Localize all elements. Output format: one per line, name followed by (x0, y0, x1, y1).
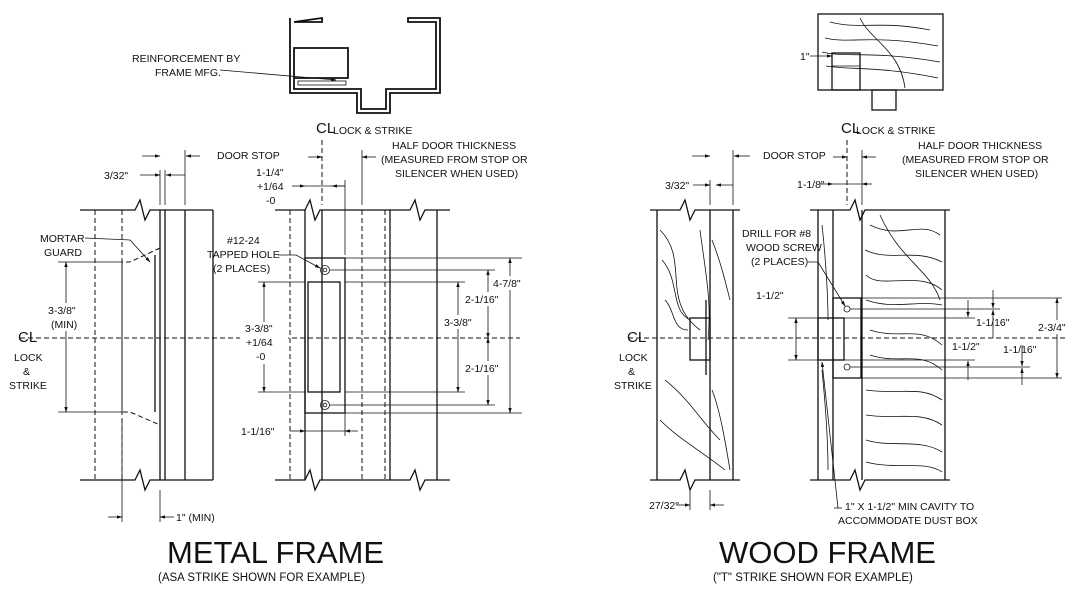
svg-text:STRIKE: STRIKE (614, 380, 652, 392)
metal-dim-3-3-8-tol: 3-3/8" +1/64 -0 (240, 281, 305, 393)
svg-text:1" X 1-1/2" MIN CAVITY TO: 1" X 1-1/2" MIN CAVITY TO (845, 501, 974, 513)
svg-text:-0: -0 (256, 351, 265, 363)
svg-text:3-3/8": 3-3/8" (245, 323, 273, 335)
metal-tapped-hole: #12-24 TAPPED HOLE (2 PLACES) (207, 235, 321, 275)
svg-text:DOOR STOP: DOOR STOP (217, 150, 280, 162)
svg-text:LOCK & STRIKE: LOCK & STRIKE (856, 125, 935, 137)
svg-text:FRAME MFG.: FRAME MFG. (155, 67, 221, 79)
svg-text:GUARD: GUARD (44, 247, 82, 259)
svg-text:("T" STRIKE SHOWN FOR EXAMPLE): ("T" STRIKE SHOWN FOR EXAMPLE) (713, 572, 913, 584)
svg-text:TAPPED HOLE: TAPPED HOLE (207, 249, 280, 261)
svg-text:MORTAR: MORTAR (40, 233, 85, 245)
metal-frame-jamb-elevation (80, 198, 214, 492)
wood-cl-lock-strike: CL LOCK & STRIKE (841, 120, 935, 205)
svg-text:(2 PLACES): (2 PLACES) (751, 256, 808, 268)
metal-dim-1-1-16: 1-1/16" (241, 413, 358, 438)
metal-dim-3-3-8-min: 3-3/8" (MIN) (44, 261, 122, 413)
wood-centerline-left: CL LOCK & STRIKE (614, 329, 1065, 392)
svg-text:CL: CL (841, 120, 860, 137)
svg-text:REINFORCEMENT BY: REINFORCEMENT BY (132, 53, 240, 65)
wood-door-stop: DOOR STOP (692, 150, 826, 162)
svg-text:DOOR STOP: DOOR STOP (763, 150, 826, 162)
metal-frame-title: METAL FRAME (ASA STRIKE SHOWN FOR EXAMPL… (158, 535, 384, 584)
svg-text:2-3/4": 2-3/4" (1038, 322, 1066, 334)
svg-text:+1/64: +1/64 (246, 337, 273, 349)
metal-strike-dims-right: 4-7/8" 2-1/16" 3-3/8" 2-1/16" (330, 257, 525, 414)
svg-text:SILENCER WHEN USED): SILENCER WHEN USED) (915, 168, 1038, 180)
svg-text:WOOD SCREW: WOOD SCREW (746, 242, 822, 254)
svg-text:&: & (23, 366, 30, 378)
svg-text:1-1/2": 1-1/2" (756, 290, 784, 302)
svg-text:2-1/16": 2-1/16" (465, 363, 499, 375)
wood-drill-label: DRILL FOR #8 WOOD SCREW (2 PLACES) (742, 228, 846, 307)
svg-text:LOCK & STRIKE: LOCK & STRIKE (333, 125, 412, 137)
wood-dim-27-32: 27/32" (649, 490, 724, 512)
wood-dim-3-32: 3/32" (665, 150, 734, 205)
svg-text:HALF DOOR THICKNESS: HALF DOOR THICKNESS (392, 140, 516, 152)
metal-frame-section-top (289, 16, 441, 114)
wood-frame-title: WOOD FRAME ("T" STRIKE SHOWN FOR EXAMPLE… (713, 535, 936, 584)
metal-dim-1-1-4: 1-1/4" +1/64 -0 (256, 167, 346, 255)
svg-text:2-1/16": 2-1/16" (465, 294, 499, 306)
metal-mortar-guard: MORTAR GUARD (40, 233, 151, 263)
svg-text:1-1/2": 1-1/2" (952, 341, 980, 353)
svg-text:3/32": 3/32" (104, 170, 128, 182)
wood-dim-1-1-2-left: 1-1/2" (756, 290, 818, 361)
wood-cavity-label: 1" X 1-1/2" MIN CAVITY TO ACCOMMODATE DU… (820, 361, 978, 527)
svg-text:3-3/8": 3-3/8" (444, 317, 472, 329)
svg-text:-0: -0 (266, 195, 275, 207)
metal-door-stop: DOOR STOP (142, 150, 280, 205)
svg-text:WOOD FRAME: WOOD FRAME (719, 535, 936, 570)
svg-text:1-1/16": 1-1/16" (241, 426, 275, 438)
svg-text:1" (MIN): 1" (MIN) (176, 512, 215, 524)
wood-frame-strike-elevation (810, 198, 950, 492)
svg-text:(MEASURED FROM STOP OR: (MEASURED FROM STOP OR (381, 154, 528, 166)
svg-text:(ASA STRIKE SHOWN FOR EXAMPLE): (ASA STRIKE SHOWN FOR EXAMPLE) (158, 572, 365, 584)
svg-text:DRILL FOR #8: DRILL FOR #8 (742, 228, 811, 240)
svg-text:HALF DOOR THICKNESS: HALF DOOR THICKNESS (918, 140, 1042, 152)
svg-text:SILENCER WHEN USED): SILENCER WHEN USED) (395, 168, 518, 180)
metal-half-door-thickness: HALF DOOR THICKNESS (MEASURED FROM STOP … (308, 140, 528, 205)
svg-text:CL: CL (627, 329, 646, 346)
svg-text:1-1/4": 1-1/4" (256, 167, 284, 179)
metal-cl-lock-strike: CL LOCK & STRIKE (316, 120, 412, 205)
svg-text:#12-24: #12-24 (227, 235, 260, 247)
svg-text:1-1/16": 1-1/16" (1003, 344, 1037, 356)
metal-dim-1-min: 1" (MIN) (108, 420, 215, 524)
svg-text:3-3/8": 3-3/8" (48, 305, 76, 317)
svg-text:1-1/8": 1-1/8" (797, 179, 825, 191)
svg-text:27/32": 27/32" (649, 500, 679, 512)
svg-text:+1/64: +1/64 (257, 181, 284, 193)
svg-text:CL: CL (18, 329, 37, 346)
svg-text:ACCOMMODATE DUST BOX: ACCOMMODATE DUST BOX (838, 515, 978, 527)
svg-text:LOCK: LOCK (619, 352, 648, 364)
svg-text:CL: CL (316, 120, 335, 137)
svg-text:1": 1" (800, 51, 810, 63)
svg-text:LOCK: LOCK (14, 352, 43, 364)
wood-half-door-thickness: HALF DOOR THICKNESS (MEASURED FROM STOP … (833, 140, 1049, 205)
metal-frame-strike-elevation (275, 198, 450, 492)
svg-text:(MEASURED FROM STOP OR: (MEASURED FROM STOP OR (902, 154, 1049, 166)
metal-dim-3-32: 3/32" (104, 170, 185, 205)
svg-text:(MIN): (MIN) (51, 319, 77, 331)
svg-text:METAL FRAME: METAL FRAME (167, 535, 384, 570)
wood-dim-1-1-8: 1-1/8" (797, 179, 872, 191)
wood-frame-jamb-elevation (650, 198, 740, 492)
svg-text:3/32": 3/32" (665, 180, 689, 192)
wood-strike-dims-right: 2-3/4" 1-1/16" 1-1/2" 1-1/16" (844, 290, 1074, 385)
svg-text:&: & (628, 366, 635, 378)
svg-text:(2 PLACES): (2 PLACES) (213, 263, 270, 275)
svg-text:4-7/8": 4-7/8" (493, 278, 521, 290)
svg-text:1-1/16": 1-1/16" (976, 317, 1010, 329)
svg-text:STRIKE: STRIKE (9, 380, 47, 392)
metal-reinforcement-label: REINFORCEMENT BY FRAME MFG. (132, 53, 337, 82)
wood-frame-section-top: 1" (800, 13, 944, 111)
